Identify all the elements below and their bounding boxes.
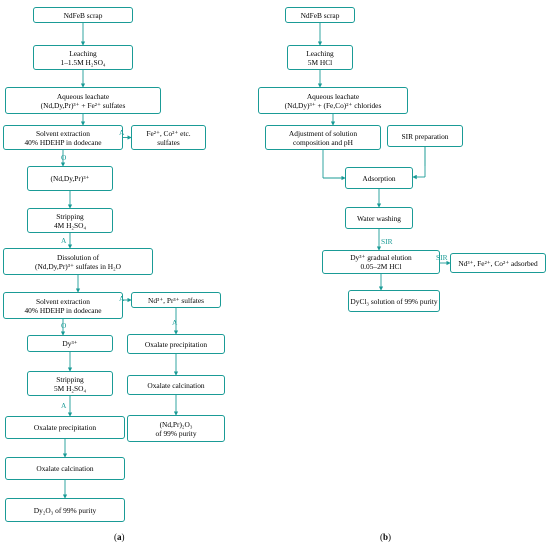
phase-label-organic: O (61, 321, 67, 330)
box-text-line: (Nd,Dy,Pr)³⁺ sulfates in H₂O (34, 261, 121, 271)
panel-a-caption: (a) (114, 532, 125, 543)
box-text-line: (Nd,Pr)₂O₃ (159, 419, 193, 429)
box-text-line: 4M H₂SO₄ (53, 220, 87, 230)
phase-label-sir: SIR (381, 237, 393, 246)
box-text-line: of 99% purity (155, 428, 197, 438)
panel-a-ox-prec-box: Oxalate precipitation (5, 416, 125, 439)
box-text-line: (Nd,Dy)³⁺ + (Fe,Co)²⁺ chlorides (284, 100, 382, 110)
panel-a-leachate-box: Aqueous leachate(Nd,Dy,Pr)³⁺ + Fe²⁺ sulf… (5, 87, 161, 114)
phase-label-aqueous: A (61, 236, 67, 245)
panel-a-scrap-box: NdFeB scrap (33, 7, 133, 23)
phase-label-aqueous: A (172, 318, 178, 327)
panel-b-caption: (b) (380, 532, 391, 543)
box-text-line: Fe²⁺, Co²⁺ etc. (146, 128, 191, 138)
phase-label-sir: SIR (436, 253, 448, 262)
box-text-line: DyCl₃ solution of 99% purity (350, 296, 438, 306)
panel-b-adsorbed-box: Nd³⁺, Fe²⁺, Co²⁺ adsorbed (450, 253, 546, 273)
panel-a-ox-calc-box: Oxalate calcination (5, 457, 125, 480)
box-text-line: NdFeB scrap (63, 10, 103, 20)
panel-b-washing-box: Water washing (345, 207, 413, 229)
box-text-line: (Nd,Dy,Pr)³⁺ (50, 174, 90, 183)
box-text-line: Dy³⁺ (62, 339, 78, 348)
box-text-line: 1–1.5M H₂SO₄ (60, 57, 106, 67)
panel-a-ndprdy-box: (Nd,Dy,Pr)³⁺ (27, 166, 113, 191)
box-text-line: Leaching (69, 48, 97, 58)
caption-paren-close: ) (121, 532, 125, 542)
panel-b-dycl-box: DyCl₃ solution of 99% purity (348, 290, 440, 312)
caption-paren-close: ) (388, 532, 392, 542)
box-text-line: Nd³⁺, Fe²⁺, Co²⁺ adsorbed (458, 258, 538, 268)
panel-a-dy-box: Dy³⁺ (27, 335, 113, 352)
box-text-line: 40% HDEHP in dodecane (24, 137, 102, 147)
box-text-line: SIR preparation (401, 131, 449, 141)
box-text-line: Solvent extraction (36, 296, 90, 306)
caption-letter: a (117, 532, 122, 542)
box-text-line: Oxalate precipitation (33, 423, 97, 432)
panel-b-scrap-box: NdFeB scrap (285, 7, 355, 23)
panel-a-ox-prec-r-box: Oxalate precipitation (127, 334, 225, 354)
box-text-line: Stripping (56, 374, 84, 384)
box-text-line: 0.05–2M HCl (360, 262, 402, 271)
box-text-line: Leaching (306, 48, 334, 58)
box-text-line: Dy³⁺ gradual elution (350, 253, 412, 262)
phase-label-aqueous: A (61, 401, 67, 410)
box-text-line: Oxalate calcination (36, 464, 94, 473)
box-text-line: Dy₂O₃ of 99% purity (33, 505, 97, 515)
panel-a-fe-co-box: Fe²⁺, Co²⁺ etc.sulfates (131, 125, 206, 150)
panel-a-dissolution-box: Dissolution of(Nd,Dy,Pr)³⁺ sulfates in H… (3, 248, 153, 275)
box-text-line: 5M HCl (307, 57, 333, 67)
box-text-line: 40% HDEHP in dodecane (24, 305, 102, 315)
box-text-line: Water washing (357, 213, 401, 223)
panel-a-nd-pr-sulf-box: Nd³⁺, Pr³⁺ sulfates (131, 292, 221, 308)
box-text-line: Oxalate calcination (147, 380, 205, 390)
box-text-line: Dissolution of (56, 252, 100, 262)
box-text-line: Stripping (56, 211, 84, 221)
phase-label-organic: O (61, 153, 67, 162)
box-text-line: Nd³⁺, Pr³⁺ sulfates (148, 295, 204, 305)
box-text-line: Adjustment of solution (288, 128, 358, 138)
box-text-line: sulfates (157, 137, 180, 147)
box-text-line: Aqueous leachate (56, 91, 110, 101)
phase-label-aqueous: A (119, 128, 125, 137)
box-text-line: Aqueous leachate (306, 91, 360, 101)
phase-label-aqueous: A (119, 294, 125, 303)
box-text-line: 5M H₂SO₄ (53, 383, 87, 393)
panel-b-sir-prep-box: SIR preparation (387, 125, 463, 147)
box-text-line: Solvent extraction (36, 128, 90, 138)
panel-b-adsorption-box: Adsorption (345, 167, 413, 189)
box-text-line: (Nd,Dy,Pr)³⁺ + Fe²⁺ sulfates (40, 100, 126, 110)
caption-letter: b (383, 532, 389, 542)
box-text-line: Oxalate precipitation (144, 339, 208, 349)
panel-b-leachate-box: Aqueous leachate(Nd,Dy)³⁺ + (Fe,Co)²⁺ ch… (258, 87, 408, 114)
panel-a-ox-calc-r-box: Oxalate calcination (127, 375, 225, 395)
box-text-line: composition and pH (293, 137, 353, 147)
panel-a-dy-oxide-box: Dy₂O₃ of 99% purity (5, 498, 125, 522)
caption-paren-open: ( (114, 532, 117, 542)
box-text-line: NdFeB scrap (300, 10, 340, 20)
caption-paren-open: ( (380, 532, 383, 542)
box-text-line: Adsorption (362, 173, 396, 183)
